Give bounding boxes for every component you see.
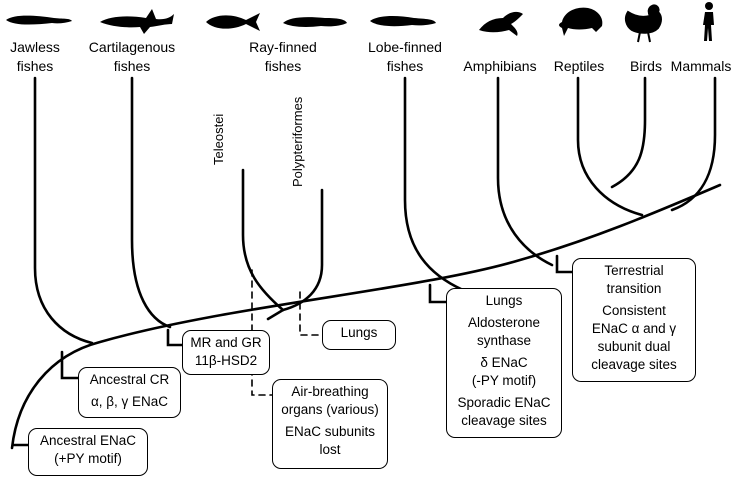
bichir-silhouette-icon bbox=[283, 17, 347, 27]
branch-jawless bbox=[33, 76, 94, 345]
branch-cartilaginous bbox=[130, 76, 172, 329]
tick-cr bbox=[60, 350, 80, 380]
taxon-label-amphibians: Amphibians bbox=[463, 58, 537, 74]
tick-terrestrial bbox=[555, 254, 574, 274]
branch-mammals bbox=[670, 76, 717, 212]
branch-reptiles bbox=[576, 76, 644, 217]
dashed-air-breathing bbox=[251, 269, 273, 396]
dashed-lungs-poly bbox=[299, 291, 323, 336]
tree-backbone bbox=[10, 183, 722, 450]
human-silhouette-icon bbox=[703, 2, 714, 41]
shark-silhouette-icon bbox=[100, 9, 174, 34]
chicken-silhouette-icon bbox=[624, 4, 662, 43]
taxon-label-birds: Birds bbox=[630, 58, 662, 74]
fish-silhouette-icon bbox=[206, 13, 260, 31]
taxon-label-mammals: Mammals bbox=[670, 58, 732, 74]
tick-lungs-tetra bbox=[428, 283, 448, 304]
branch-polypteriformes bbox=[281, 188, 324, 312]
branch-rayfinned-stem bbox=[266, 308, 285, 321]
lungfish-silhouette-icon bbox=[370, 16, 436, 27]
branch-lobefinned bbox=[403, 76, 465, 292]
branch-birds bbox=[610, 76, 647, 189]
branch-amphibians bbox=[496, 76, 554, 267]
lamprey-silhouette-icon bbox=[6, 15, 72, 25]
branch-teleostei bbox=[241, 168, 285, 312]
event-box-lungs-polypteriformes: Lungs bbox=[322, 320, 396, 350]
sublineage-label-polypteriformes: Polypteriformes bbox=[290, 96, 305, 187]
sublineage-label-teleostei: Teleostei bbox=[211, 113, 226, 165]
tick-mr bbox=[166, 328, 184, 347]
frog-silhouette-icon bbox=[479, 11, 523, 36]
taxon-label-reptiles: Reptiles bbox=[553, 58, 605, 74]
turtle-silhouette-icon bbox=[559, 7, 603, 36]
event-box-ancestral-enac: Ancestral ENaC(+PY motif) bbox=[28, 428, 148, 476]
